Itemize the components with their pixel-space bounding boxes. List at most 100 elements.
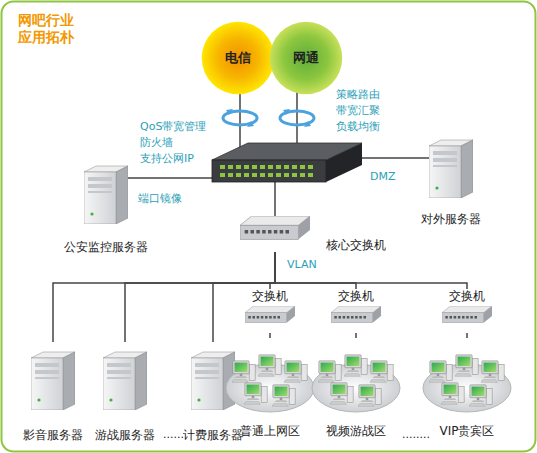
- rotating-arrows: [223, 109, 314, 127]
- server-node: 对外服务器: [408, 136, 494, 226]
- wire-note: DMZ: [370, 170, 396, 183]
- pc-icon: [344, 355, 367, 376]
- dmz-wire: [360, 157, 430, 159]
- uplink-wire: [239, 92, 241, 152]
- pc-icon: [330, 383, 353, 404]
- node-label: 普通上网区: [240, 424, 300, 438]
- router: [212, 143, 362, 182]
- node-label: 交换机: [252, 289, 288, 303]
- mirror-wire: [128, 177, 214, 179]
- server-node: 影音服务器: [16, 342, 90, 442]
- port: [276, 165, 281, 169]
- pc-cluster: [226, 355, 314, 412]
- feature-note: 带宽汇聚: [336, 104, 380, 117]
- pc-cluster: [312, 355, 400, 412]
- port: [220, 165, 225, 169]
- port: [260, 165, 265, 169]
- connector: [53, 252, 275, 342]
- pc-icon: [272, 385, 295, 406]
- connector: [466, 333, 468, 338]
- server-icon: [103, 352, 147, 410]
- router-side: [326, 143, 362, 182]
- port: [292, 173, 297, 177]
- port: [260, 173, 265, 177]
- port: [268, 165, 273, 169]
- router-front: [212, 160, 326, 182]
- node-label: 公安监控服务器: [64, 240, 148, 254]
- port: [236, 173, 241, 177]
- trunk-wire: [274, 180, 276, 220]
- connector: [270, 252, 275, 289]
- node-label: 核心交换机: [326, 238, 386, 252]
- pc-icon: [318, 361, 341, 382]
- feature-note: QoS带宽管理: [140, 120, 206, 133]
- wire-note: VLAN: [287, 258, 317, 271]
- port: [276, 173, 281, 177]
- node-label: 视频游战区: [326, 424, 386, 438]
- switch-node: 交换机: [326, 289, 386, 333]
- feature-note: 支持公网IP: [140, 152, 194, 165]
- arrow-head: [247, 121, 254, 127]
- zone-node: VIP贵宾区: [425, 338, 509, 438]
- port: [228, 165, 233, 169]
- pc-icon: [284, 361, 307, 382]
- pc-icon: [469, 385, 492, 406]
- ellipsis: ........: [402, 428, 430, 441]
- switch-icon: [245, 306, 295, 323]
- port: [252, 173, 257, 177]
- core-switch-icon: [240, 216, 310, 239]
- arrow-head: [226, 109, 233, 115]
- pc-icon: [441, 383, 464, 404]
- node-label: 计费服务器: [183, 428, 243, 442]
- feature-note: 策略路由: [336, 88, 380, 101]
- wire-note: 端口镜像: [138, 192, 182, 205]
- uplink-wire: [296, 92, 298, 145]
- server-node: 公安监控服务器: [48, 160, 164, 254]
- port: [308, 173, 313, 177]
- connector: [275, 252, 356, 289]
- server-icon: [429, 140, 473, 198]
- isp-circle: 网通: [269, 21, 343, 95]
- connector: [355, 333, 357, 338]
- port: [284, 173, 289, 177]
- arrow-head: [283, 109, 290, 115]
- zone-node: 普通上网区: [226, 338, 314, 438]
- server-icon: [84, 166, 128, 224]
- pc-icon: [358, 385, 381, 406]
- port: [220, 173, 225, 177]
- isp-circle: 电信: [201, 21, 275, 95]
- node-label: 影音服务器: [23, 428, 83, 442]
- node-label: 游战服务器: [95, 428, 155, 442]
- node-label: 交换机: [338, 289, 374, 303]
- ellipsis: ......: [163, 428, 184, 441]
- pc-icon: [244, 383, 267, 404]
- switch-icon: [331, 306, 381, 323]
- port: [300, 165, 305, 169]
- zone-node: 视频游战区: [314, 338, 398, 438]
- node-label: VIP贵宾区: [440, 424, 495, 438]
- switch-node: 交换机: [437, 289, 497, 333]
- server-node: 计费服务器: [176, 342, 250, 442]
- feature-note: 防火墙: [140, 136, 173, 149]
- port: [252, 165, 257, 169]
- isp-circle-shape: [270, 22, 343, 95]
- pc-icon: [258, 355, 281, 376]
- switch-node: 交换机: [240, 289, 300, 333]
- pc-icon: [455, 355, 478, 376]
- server-icon: [31, 352, 75, 410]
- node-label: 对外服务器: [421, 212, 481, 226]
- port: [228, 173, 233, 177]
- port: [292, 165, 297, 169]
- port: [300, 173, 305, 177]
- switch-icon: [442, 306, 492, 323]
- connector: [269, 333, 271, 338]
- pc-icon: [481, 361, 504, 382]
- pc-icon: [370, 361, 393, 382]
- isp-circle-shape: [202, 22, 275, 95]
- port: [284, 165, 289, 169]
- port: [308, 165, 313, 169]
- core-switch-node: 核心交换机: [238, 212, 386, 252]
- port: [244, 173, 249, 177]
- feature-note: 负载均衡: [336, 120, 380, 133]
